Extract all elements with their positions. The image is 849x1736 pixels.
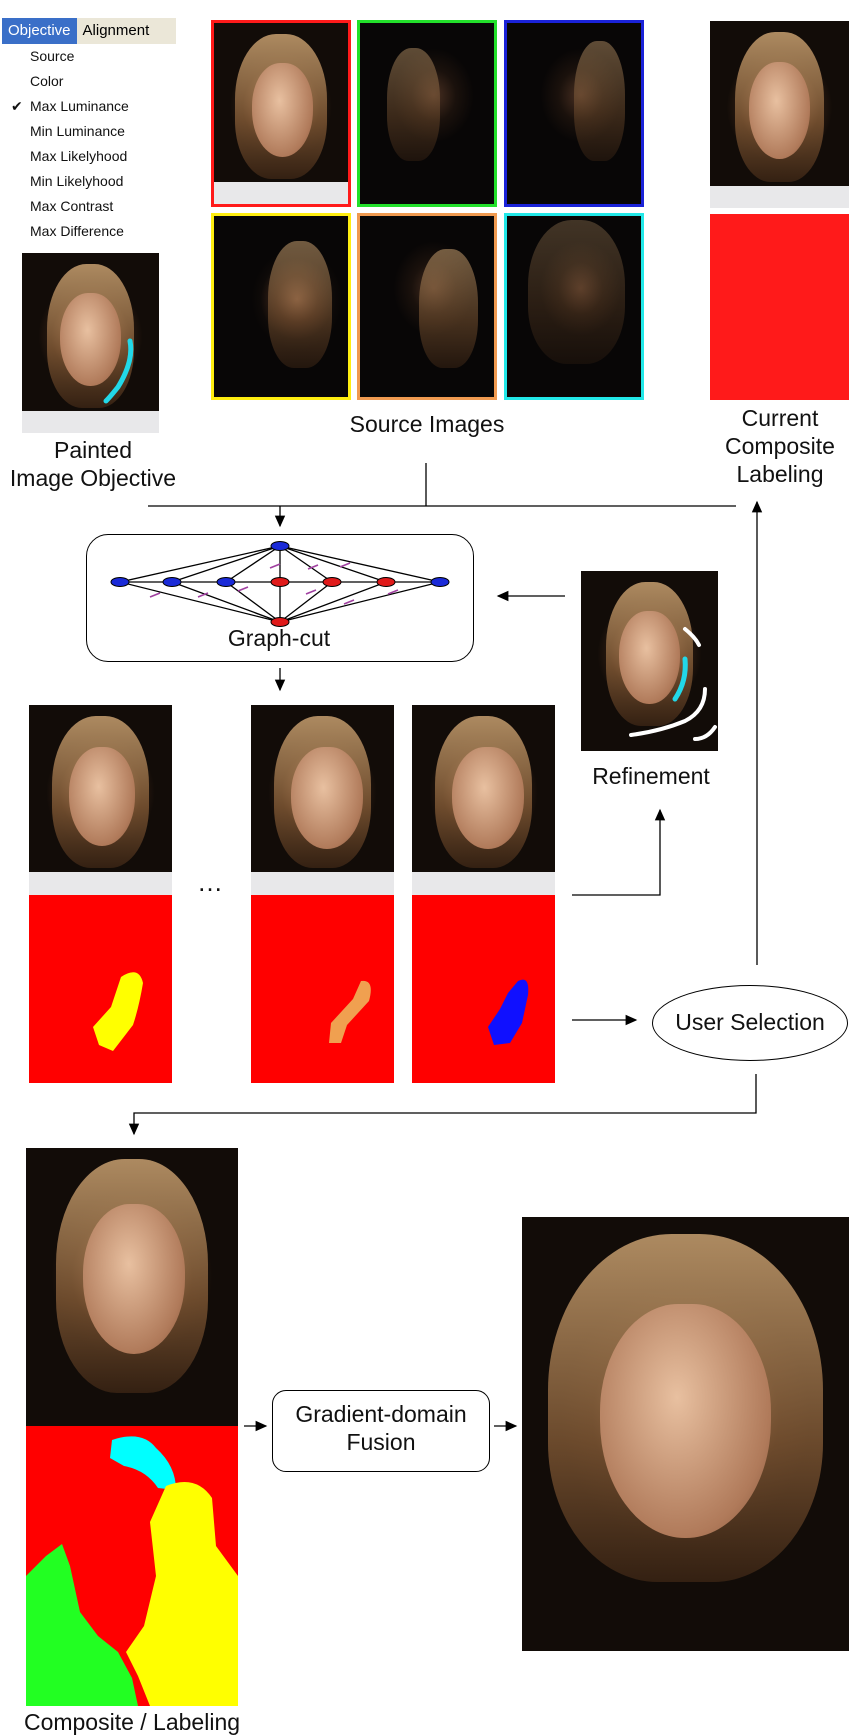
label-region-yellow bbox=[93, 972, 143, 1051]
candidate-labeling-2[interactable] bbox=[251, 895, 394, 1083]
menu-item[interactable]: Source bbox=[2, 44, 176, 69]
graph-cut-graph bbox=[110, 541, 450, 627]
source-image-1[interactable] bbox=[211, 20, 351, 207]
menu-item-label: Max Contrast bbox=[30, 198, 114, 214]
gradient-fusion-box bbox=[272, 1390, 490, 1472]
ellipsis: … bbox=[197, 867, 223, 897]
candidate-labeling-1[interactable] bbox=[29, 895, 172, 1083]
tab-alignment[interactable]: Alignment bbox=[76, 18, 176, 44]
painted-objective-image bbox=[22, 253, 159, 433]
menu-item[interactable]: Color bbox=[2, 69, 176, 94]
source-image-3[interactable] bbox=[504, 20, 644, 207]
menu-item[interactable]: ✔ Max Luminance bbox=[2, 94, 176, 119]
candidate-image-1[interactable] bbox=[29, 705, 172, 895]
label-region-orange bbox=[329, 980, 371, 1043]
source-images-label: Source Images bbox=[349, 411, 505, 437]
menu-item[interactable]: Max Difference bbox=[2, 219, 176, 244]
menu-item-label: Min Likelyhood bbox=[30, 173, 124, 189]
menu-item-label: Min Luminance bbox=[30, 123, 125, 139]
composite-image bbox=[26, 1148, 238, 1426]
refinement-image[interactable] bbox=[581, 571, 718, 751]
gradient-fusion-label: Gradient-domain Fusion bbox=[295, 1401, 467, 1455]
menu-item[interactable]: Max Contrast bbox=[2, 194, 176, 219]
candidate-image-3[interactable] bbox=[412, 705, 555, 895]
source-image-4[interactable] bbox=[211, 213, 351, 400]
painted-objective-label: Painted Image Objective bbox=[9, 437, 177, 491]
current-composite-image bbox=[710, 21, 849, 208]
menu-item-label: Max Difference bbox=[30, 223, 124, 239]
tab-objective[interactable]: Objective bbox=[2, 18, 77, 44]
label-region-blue bbox=[488, 979, 529, 1045]
refinement-label: Refinement bbox=[592, 763, 710, 789]
current-composite-label: Current Composite Labeling bbox=[725, 405, 835, 487]
menu-tabs: Objective Alignment bbox=[2, 18, 176, 44]
source-image-5[interactable] bbox=[357, 213, 497, 400]
painted-stroke bbox=[103, 338, 134, 404]
menu-item[interactable]: Min Luminance bbox=[2, 119, 176, 144]
composite-labeling-map bbox=[26, 1426, 238, 1706]
menu-item[interactable]: Min Likelyhood bbox=[2, 169, 176, 194]
candidate-image-2[interactable] bbox=[251, 705, 394, 895]
source-image-6[interactable] bbox=[504, 213, 644, 400]
user-selection-label: User Selection bbox=[675, 1009, 825, 1035]
graph-cut-label: Graph-cut bbox=[227, 625, 331, 651]
menu-item-label: Color bbox=[30, 73, 64, 89]
refinement-strokes bbox=[629, 627, 717, 741]
menu-item-label: Max Likelyhood bbox=[30, 148, 128, 164]
menu-item[interactable]: Max Likelyhood bbox=[2, 144, 176, 169]
source-image-2[interactable] bbox=[357, 20, 497, 207]
menu-item-label: Source bbox=[30, 48, 75, 64]
candidate-labeling-3[interactable] bbox=[412, 895, 555, 1083]
composite-label-regions bbox=[26, 1436, 238, 1706]
user-selection-node bbox=[652, 985, 848, 1061]
check-icon: ✔ bbox=[11, 98, 23, 114]
final-result-image bbox=[522, 1217, 849, 1651]
menu-item-label: Max Luminance bbox=[30, 98, 129, 114]
current-labeling-map bbox=[710, 214, 849, 400]
